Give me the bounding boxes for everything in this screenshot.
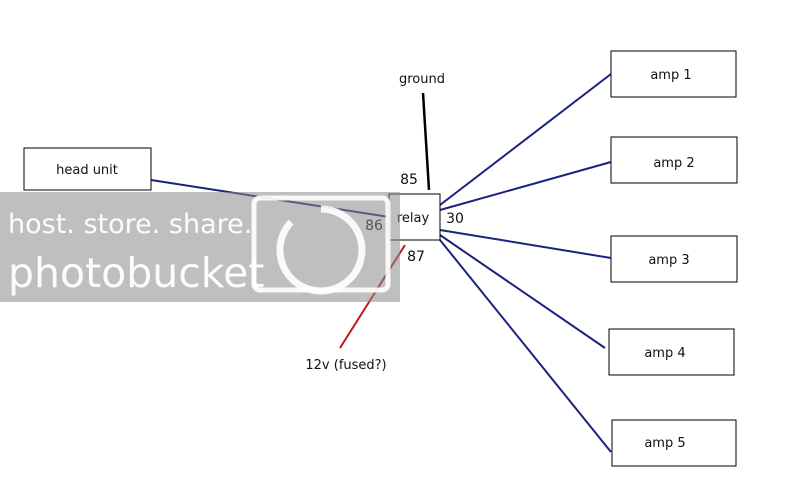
amp-2-label: amp 2 — [653, 156, 694, 171]
amp-5-box — [611, 419, 737, 467]
wire-ground — [421, 92, 431, 191]
amp-1-box — [610, 50, 737, 98]
amp-4-label: amp 4 — [644, 346, 685, 361]
amp-2-box — [610, 136, 738, 184]
amp-3-label: amp 3 — [648, 253, 689, 268]
pin-87-label: 87 — [407, 249, 425, 265]
head-unit-label: head unit — [56, 163, 118, 178]
ground-label: ground — [399, 72, 445, 87]
amp-4-box — [608, 328, 735, 376]
wire-amp-4 — [439, 234, 606, 349]
pin-30-label: 30 — [446, 211, 464, 227]
watermark-brand: photobucket — [8, 249, 264, 297]
relay-label: relay — [397, 211, 430, 226]
wire-amp-1 — [439, 73, 612, 206]
amp-1-label: amp 1 — [650, 68, 691, 83]
amp-5-label: amp 5 — [644, 436, 685, 451]
power-label: 12v (fused?) — [305, 358, 386, 373]
wire-amp-3 — [439, 229, 612, 259]
photobucket-watermark: host. store. share. photobucket — [0, 192, 400, 302]
watermark-logo-ring-icon — [276, 205, 366, 295]
wire-amp-2 — [439, 161, 612, 211]
wire-amp-5 — [439, 239, 612, 453]
amp-3-box — [610, 235, 738, 283]
pin-85-label: 85 — [400, 172, 418, 188]
head-unit-box — [23, 147, 152, 191]
watermark-tagline: host. store. share. — [8, 209, 252, 240]
